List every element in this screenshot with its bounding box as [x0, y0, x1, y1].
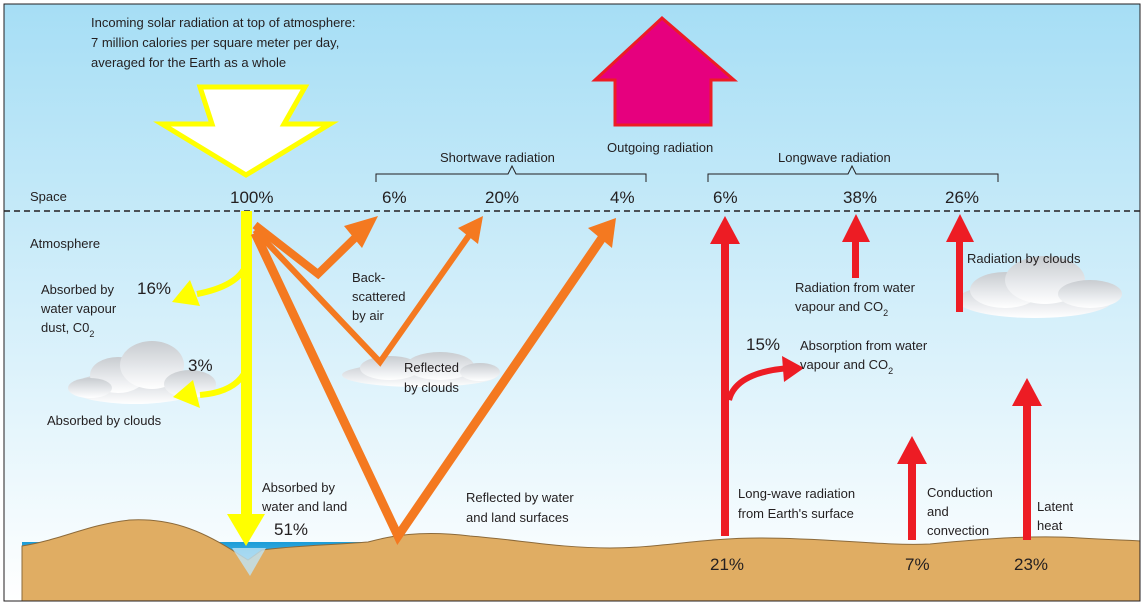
backscattered-line3: by air: [352, 308, 384, 323]
absorbed-shortwave-arrows: [172, 211, 265, 546]
incoming-label-line3: averaged for the Earth as a whole: [91, 55, 286, 70]
space-label: Space: [30, 189, 67, 204]
reflected-surface-line1: Reflected by water: [466, 490, 574, 505]
reflected-surface-line2: and land surfaces: [466, 510, 569, 525]
earth-longwave-value: 6%: [713, 188, 738, 207]
ground-surface: [21, 519, 1141, 602]
latent-line1: Latent: [1037, 499, 1074, 514]
reflected-clouds-line2: by clouds: [404, 380, 459, 395]
conduction-line2: and: [927, 504, 949, 519]
absorbed-land-line2: water and land: [261, 499, 347, 514]
conduction-value: 7%: [905, 555, 930, 574]
longwave-brace: [707, 164, 999, 182]
conduction-line3: convection: [927, 523, 989, 538]
reflected-clouds-line1: Reflected: [404, 360, 459, 375]
outgoing-radiation-arrow: [591, 15, 739, 127]
incoming-value: 100%: [230, 188, 273, 207]
radiation-clouds-label: Radiation by clouds: [967, 251, 1081, 266]
radiation-vapour-line1: Radiation from water: [795, 280, 916, 295]
longwave-surface-line1: Long-wave radiation: [738, 486, 855, 501]
longwave-group-label: Longwave radiation: [778, 150, 891, 165]
incoming-solar-arrow: [153, 84, 339, 178]
absorbed-clouds-label: Absorbed by clouds: [47, 413, 162, 428]
absorbed-vapour-line1: Absorbed by: [41, 282, 114, 297]
absorption-vapour-value: 15%: [746, 335, 780, 354]
absorbed-vapour-value: 16%: [137, 279, 171, 298]
outgoing-label: Outgoing radiation: [607, 140, 713, 155]
absorption-vapour-line2: vapour and CO2: [800, 357, 893, 376]
latent-line2: heat: [1037, 518, 1063, 533]
backscattered-line2: scattered: [352, 289, 405, 304]
cloud-reflection-value: 20%: [485, 188, 519, 207]
longwave-surface-value: 21%: [710, 555, 744, 574]
cloud-right: [957, 256, 1122, 318]
surface-reflection-value: 4%: [610, 188, 635, 207]
diagram-frame: [3, 3, 1141, 602]
absorbed-land-value: 51%: [274, 520, 308, 539]
absorbed-clouds-value: 3%: [188, 356, 213, 375]
incoming-label-line1: Incoming solar radiation at top of atmos…: [91, 15, 355, 30]
longwave-arrows: [710, 214, 1042, 540]
latent-value: 23%: [1014, 555, 1048, 574]
reflected-shortwave-arrows: [250, 221, 606, 546]
incoming-label-line2: 7 million calories per square meter per …: [91, 35, 339, 50]
backscatter-value: 6%: [382, 188, 407, 207]
longwave-surface-line2: from Earth's surface: [738, 506, 854, 521]
atmosphere-label: Atmosphere: [30, 236, 100, 251]
absorbed-vapour-line2: water vapour: [40, 301, 117, 316]
cloud-longwave-value: 26%: [945, 188, 979, 207]
water-basin: [232, 548, 266, 576]
reflected-shortwave-heads: [344, 216, 616, 248]
shortwave-group-label: Shortwave radiation: [440, 150, 555, 165]
absorbed-vapour-line3: dust, C02: [41, 320, 94, 339]
absorbed-land-line1: Absorbed by: [262, 480, 335, 495]
absorption-vapour-line1: Absorption from water: [800, 338, 928, 353]
radiation-vapour-line2: vapour and CO2: [795, 299, 888, 318]
cloud-middle: [342, 352, 500, 387]
conduction-line1: Conduction: [927, 485, 993, 500]
shortwave-brace: [375, 164, 647, 182]
backscattered-line1: Back-: [352, 270, 385, 285]
water-vapour-value: 38%: [843, 188, 877, 207]
